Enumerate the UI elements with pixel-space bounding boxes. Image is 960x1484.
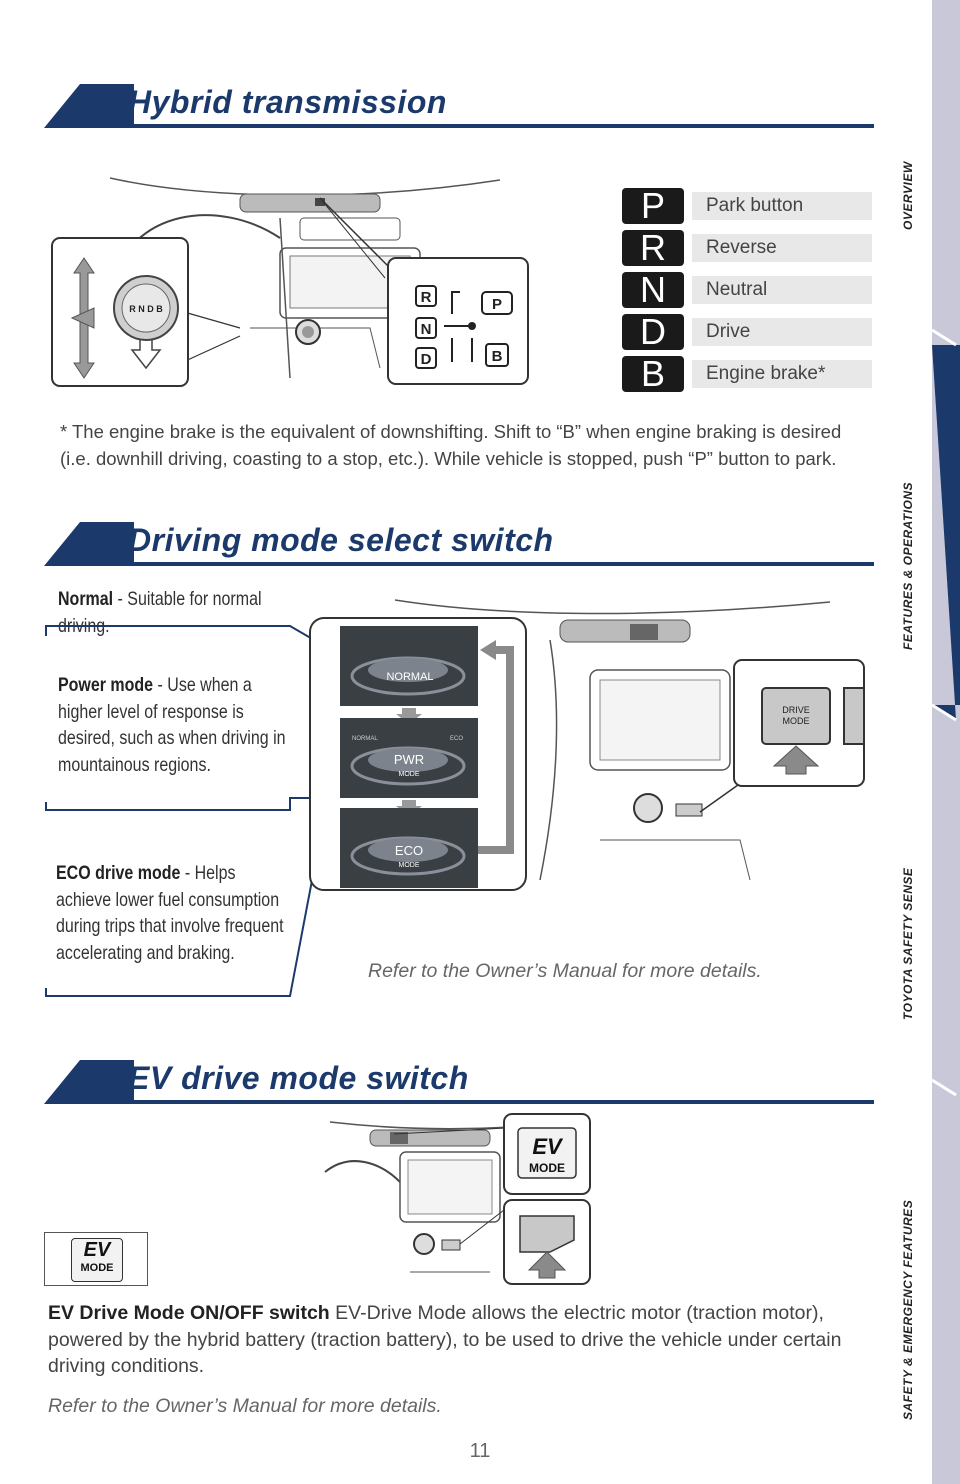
shift-label-engine-brake: Engine brake* — [692, 360, 872, 388]
shift-label-neutral: Neutral — [692, 276, 872, 304]
shift-label-park: Park button — [692, 192, 872, 220]
sidebar-label-features[interactable]: FEATURES & OPERATIONS — [901, 481, 915, 650]
ev-inset-label: EV — [532, 1134, 564, 1159]
sidebar-tab-emergency[interactable] — [932, 1095, 960, 1484]
sidebar-tab-features[interactable] — [932, 345, 960, 720]
eco-mode-name: ECO drive mode — [56, 862, 181, 884]
screen-pwr-label: PWR — [394, 752, 424, 767]
shift-legend-neutral: N Neutral — [622, 272, 872, 308]
ev-mode-badge-ev: EV — [83, 1239, 111, 1261]
shifter-b: B — [492, 348, 503, 365]
ev-section-header: EV drive mode switch — [44, 1060, 874, 1104]
screen-pwr-sub: MODE — [399, 771, 420, 778]
driving-section-title: Driving mode select switch — [128, 522, 554, 558]
hybrid-section-header: Hybrid transmission — [44, 84, 874, 128]
ev-inset-mode: MODE — [529, 1161, 565, 1175]
ev-note: Refer to the Owner’s Manual for more det… — [48, 1395, 442, 1417]
shifter-r: R — [421, 289, 432, 306]
ev-dashboard-illustration: EV MODE — [324, 1113, 591, 1285]
ev-description-text: EV-Drive Mode allows the electric motor … — [48, 1302, 842, 1377]
ev-mode-badge: EV MODE — [44, 1232, 148, 1286]
power-mode-description: Power mode - Use when a higher level of … — [58, 672, 292, 778]
shifter-knob-label: R N D B — [129, 304, 163, 314]
driving-section-header: Driving mode select switch — [44, 522, 874, 566]
sidebar-label-emergency[interactable]: SAFETY & EMERGENCY FEATURES — [901, 1199, 915, 1420]
shifter-n: N — [421, 321, 432, 338]
driving-mode-illustration: NORMAL PWR MODE NORMAL ECO ECO MODE DRIV… — [45, 599, 865, 997]
shift-legend-reverse: R Reverse — [622, 230, 872, 266]
ev-mode-badge-box: EV MODE — [71, 1238, 123, 1282]
normal-mode-description: Normal - Suitable for normal driving. — [58, 586, 296, 639]
hybrid-dashboard-illustration: R N D B R N D P B — [51, 177, 529, 387]
shift-label-drive: Drive — [692, 318, 872, 346]
sidebar-label-overview[interactable]: OVERVIEW — [901, 161, 915, 230]
ev-description: EV Drive Mode ON/OFF switch EV-Drive Mod… — [48, 1300, 868, 1380]
shifter-d: D — [421, 351, 432, 368]
screen-corner-eco: ECO — [450, 736, 463, 742]
sidebar-label-safety-sense[interactable]: TOYOTA SAFETY SENSE — [901, 867, 915, 1020]
shift-legend-drive: D Drive — [622, 314, 872, 350]
page-number: 11 — [469, 1440, 491, 1462]
ev-description-title: EV Drive Mode ON/OFF switch — [48, 1302, 330, 1324]
shift-glyph-r: R — [622, 230, 684, 266]
ev-section-title: EV drive mode switch — [128, 1060, 469, 1096]
sidebar-tab-safety-sense[interactable] — [932, 720, 960, 1095]
normal-mode-text: - Suitable for normal driving. — [58, 588, 262, 637]
power-mode-name: Power mode — [58, 674, 154, 696]
sidebar-tab-overview[interactable] — [932, 0, 960, 345]
driving-mode-note: Refer to the Owner’s Manual for more det… — [368, 960, 762, 982]
screen-eco-label: ECO — [395, 843, 423, 858]
shift-legend-engine-brake: B Engine brake* — [622, 356, 872, 392]
drive-mode-button-line1: DRIVE — [782, 705, 810, 715]
drive-mode-button-line2: MODE — [783, 716, 810, 726]
shift-glyph-d: D — [622, 314, 684, 350]
shift-glyph-p: P — [622, 188, 684, 224]
shift-legend-park: P Park button — [622, 188, 872, 224]
engine-brake-footnote: * The engine brake is the equivalent of … — [60, 421, 842, 469]
eco-mode-text: - Helps achieve lower fuel consumption d… — [56, 862, 284, 964]
eco-mode-description: ECO drive mode - Helps achieve lower fue… — [56, 860, 290, 966]
screen-corner-normal: NORMAL — [352, 736, 378, 742]
shift-glyph-b: B — [622, 356, 684, 392]
shift-label-reverse: Reverse — [692, 234, 872, 262]
screen-eco-sub: MODE — [399, 862, 420, 869]
hybrid-section-title: Hybrid transmission — [128, 84, 447, 120]
screen-normal-label: NORMAL — [386, 671, 433, 683]
sidebar-chevrons — [931, 0, 960, 1484]
shift-glyph-n: N — [622, 272, 684, 308]
power-mode-text: - Use when a higher level of response is… — [58, 674, 286, 776]
shifter-p: P — [492, 296, 502, 313]
normal-mode-name: Normal — [58, 588, 114, 610]
ev-mode-badge-mode: MODE — [80, 1262, 114, 1274]
